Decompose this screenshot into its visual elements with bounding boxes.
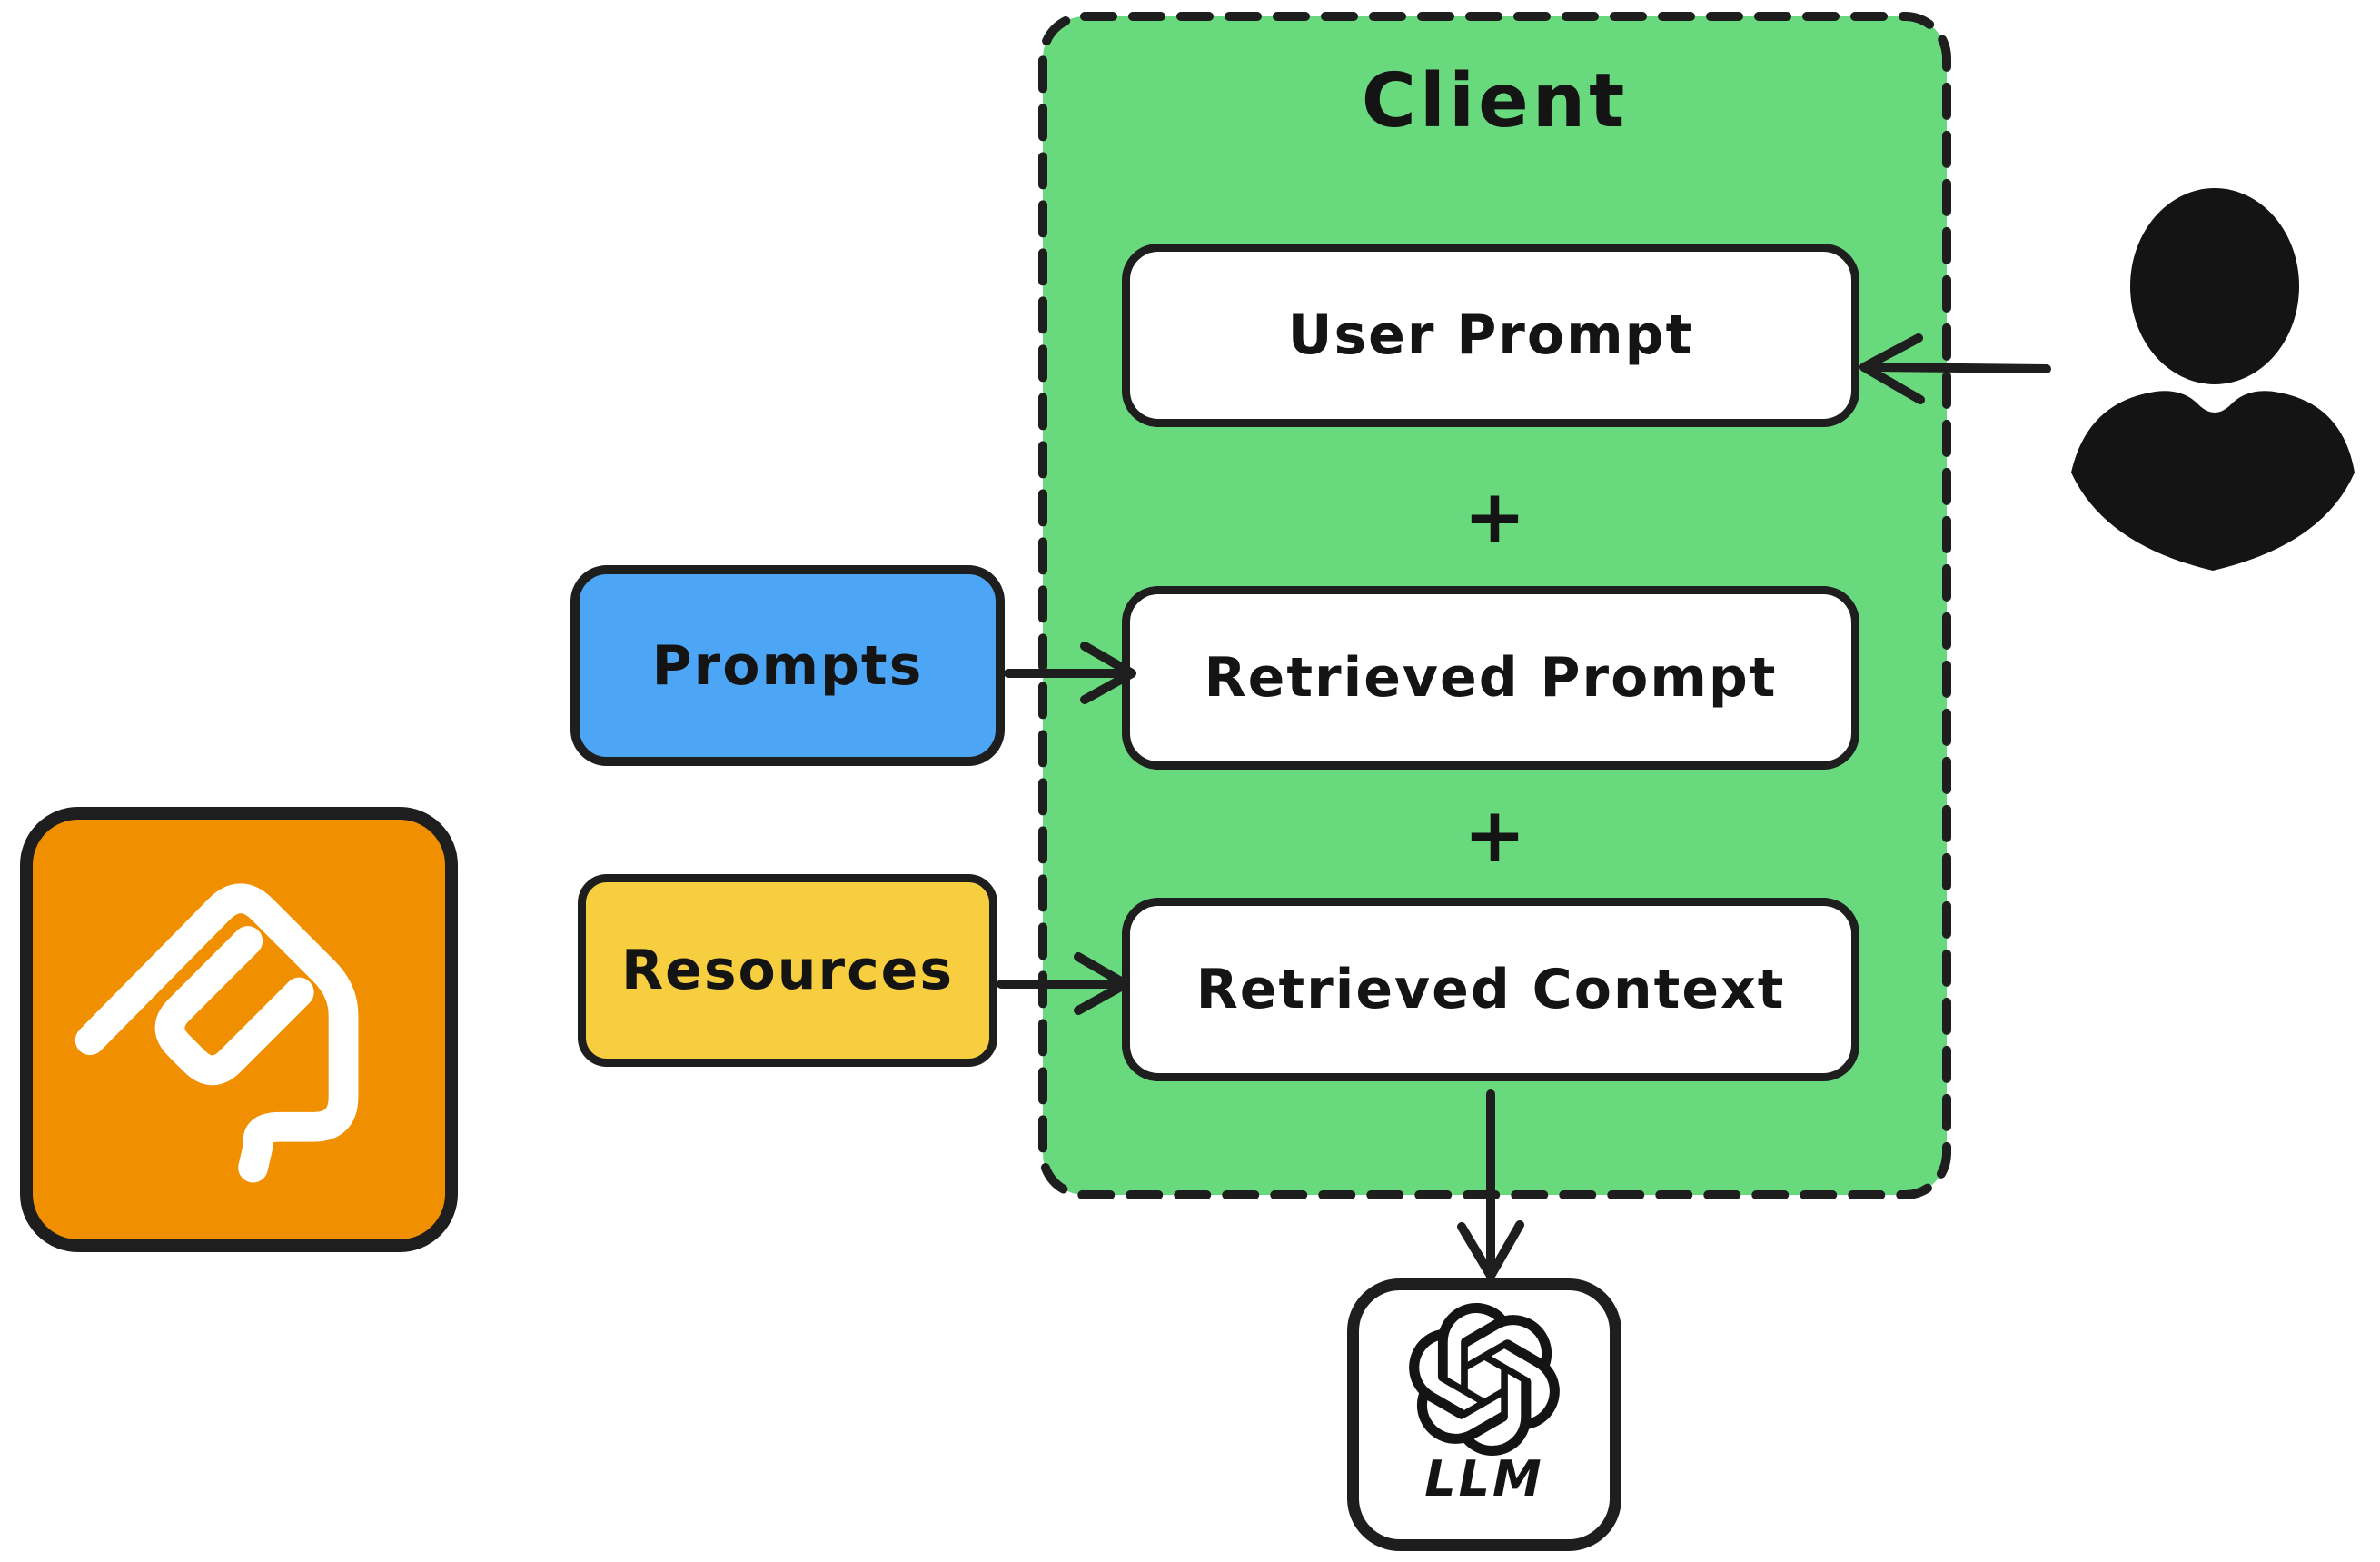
resources-label: Resources [620, 939, 955, 1002]
plus-sign-1: + [1463, 474, 1526, 561]
prompts-box: Prompts [570, 565, 1005, 766]
retrieved-prompt-box: Retrieved Prompt [1122, 586, 1859, 770]
plus-sign-2: + [1463, 792, 1526, 879]
retrieved-context-label: Retrieved Context [1195, 958, 1786, 1021]
resources-box: Resources [578, 874, 997, 1067]
prompts-label: Prompts [651, 633, 924, 698]
llm-label: LLM [1424, 1450, 1544, 1507]
retrieved-context-box: Retrieved Context [1122, 898, 1859, 1081]
mem0-squiggle-icon [74, 883, 359, 1183]
user-prompt-label: User Prompt [1287, 303, 1694, 367]
openai-logo-icon [1409, 1303, 1560, 1456]
user-prompt-box: User Prompt [1122, 244, 1859, 427]
client-title: Client [1361, 58, 1629, 144]
llm-box: LLM [1347, 1278, 1621, 1551]
squiggle-logo-box [20, 807, 458, 1252]
retrieved-prompt-label: Retrieved Prompt [1204, 646, 1778, 710]
user-silhouette-icon [2071, 188, 2355, 571]
